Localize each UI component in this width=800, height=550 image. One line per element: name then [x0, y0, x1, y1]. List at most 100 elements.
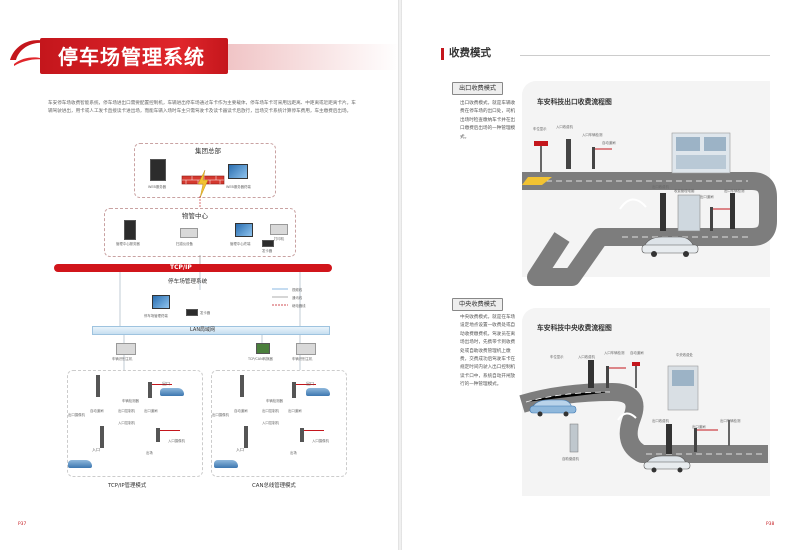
page-spine [398, 0, 402, 550]
left-site-item: 出口道闸 [144, 409, 158, 413]
server-icon [124, 220, 136, 240]
right-site-item: 出口道闸 [288, 409, 302, 413]
exit-mode-description: 出口收费模式，就是车辆收费在停车场的出口处，司机出场时检查缴纳车卡并在出口缴费后… [460, 101, 516, 140]
entry-barrier-arm [304, 430, 324, 431]
right-site-item: 出场 [290, 451, 297, 455]
section-title: 收费模式 [449, 47, 491, 59]
exit-label: 出口收费机 [652, 185, 669, 189]
entry-controller-icon [100, 426, 104, 448]
tcp-ip-label: TCP/IP [170, 264, 192, 271]
right-site-item: 车辆检测器 [266, 399, 283, 403]
left-site-item: 车辆检测器 [122, 399, 139, 403]
left-site-item: 出口摄像机 [68, 413, 85, 417]
exit-controller-icon [96, 375, 100, 397]
exit-label: 入口车辆检测 [582, 133, 603, 137]
exit-mode-tag: 出口收费模式 [452, 82, 504, 95]
left-recognition-host-icon [116, 343, 136, 355]
center-flow-title: 车安科技中央收费流程图 [537, 324, 612, 332]
lan-bar [92, 326, 330, 335]
center-label: 中央收费处 [676, 353, 693, 357]
left-site-server: 车辆识别主机 [112, 357, 133, 361]
right-site-server: 车辆识别主机 [292, 357, 313, 361]
center-mode-tag: 中央收费模式 [452, 298, 504, 311]
center-label: 自助缴费机 [562, 457, 579, 461]
right-site-item: 入口 [236, 447, 244, 452]
page-title: 停车场管理系统 [58, 45, 205, 69]
right-site-box [211, 370, 347, 477]
exit-label: 车位显示 [533, 127, 547, 131]
pm-center-box [104, 208, 296, 257]
right-site-item: 出口 [306, 381, 314, 386]
car-icon [68, 460, 92, 468]
legend-item: 通讯线 [292, 296, 303, 300]
center-flow-illustration [519, 360, 768, 473]
entry-barrier-icon [300, 428, 304, 442]
left-site-item: 出口 [162, 381, 170, 386]
exit-label: 入口收费机 [556, 125, 573, 129]
exit-controller-icon [240, 375, 244, 397]
right-site-item: 入口控制机 [262, 421, 279, 425]
page-number-right: P38 [766, 522, 775, 527]
parking-system-title: 停车场管理系统 [168, 279, 208, 285]
car-icon [214, 460, 238, 468]
center-label: 自动道闸 [630, 351, 644, 355]
right-site-item: 入口摄像机 [312, 439, 329, 443]
exit-barrier-icon [148, 382, 152, 398]
pm-item: 管理中心终端 [230, 242, 251, 246]
exit-barrier-arm [152, 384, 172, 385]
center-label: 出口道闸 [692, 425, 706, 429]
pm-item: 扫描仪设备 [176, 242, 193, 246]
web-terminal-icon [228, 164, 248, 179]
car-icon [306, 388, 330, 396]
exit-barrier-arm [296, 384, 316, 385]
exit-label: 出口道闸 [700, 195, 714, 199]
can-mode-caption: CAN总线管理模式 [252, 483, 296, 489]
left-site-item: 入口摄像机 [168, 439, 185, 443]
mgmt-card-issuer-icon [186, 309, 198, 316]
card-issuer-icon [262, 240, 274, 247]
page-number-left: P37 [18, 522, 27, 527]
line-legend [272, 288, 288, 306]
can-converter-icon [256, 343, 270, 354]
center-mode-description: 中央收费模式，就是在车场设定地点设置一收费处或自动收费缴费机，驾驶员在离场出场时… [460, 315, 516, 388]
right-recognition-host-icon [296, 343, 316, 355]
left-site-item: 入口控制机 [118, 421, 135, 425]
exit-flow-title: 车安科技出口收费流程图 [537, 98, 612, 106]
mgmt-item: 发卡器 [200, 311, 211, 315]
center-label: 车位显示 [550, 355, 564, 359]
right-site-converter: TCP/CAN转换器 [248, 357, 273, 361]
terminal-icon [235, 223, 253, 237]
left-site-item: 自动道闸 [90, 409, 104, 413]
left-site-item: 入口 [92, 447, 100, 452]
left-site-item: 出场 [146, 451, 153, 455]
exit-barrier-icon [292, 382, 296, 398]
hq-item: WEB服务器终端 [226, 185, 251, 189]
center-label: 入口收费机 [578, 355, 595, 359]
lan-label: LAN局域网 [190, 327, 216, 333]
section-marker [441, 48, 444, 60]
left-site-item: 出口控制机 [118, 409, 135, 413]
scanner-icon [180, 228, 198, 238]
entry-controller-icon [244, 426, 248, 448]
exit-label: 自动道闸 [602, 141, 616, 145]
exit-flow-illustration [522, 132, 777, 286]
mgmt-terminal-icon [152, 295, 170, 309]
tcp-ip-bar [54, 264, 332, 272]
mgmt-item: 停车场管理终端 [144, 314, 168, 318]
car-icon [160, 388, 184, 396]
intro-paragraph: 车安停车场收费智能系统，停车场进出口需要配置控制机，车辆进出停车场通过车卡作为主… [48, 101, 356, 115]
web-server-icon [150, 159, 166, 181]
left-site-box [67, 370, 203, 477]
pm-item: 发卡器 [262, 249, 273, 253]
center-label: 出口收费机 [652, 419, 669, 423]
right-site-item: 出口控制机 [262, 409, 279, 413]
section-rule [520, 55, 770, 56]
exit-label: 出口车辆检测 [724, 189, 745, 193]
hq-title: 集团总部 [195, 147, 221, 155]
legend-item: 视频线 [292, 288, 303, 292]
tcp-mode-caption: TCP/IP管理模式 [108, 483, 147, 489]
printer-icon [270, 224, 288, 235]
title-bar [40, 38, 228, 74]
exit-label: 收费管理电脑 [674, 189, 695, 193]
right-site-item: 出口摄像机 [212, 413, 229, 417]
